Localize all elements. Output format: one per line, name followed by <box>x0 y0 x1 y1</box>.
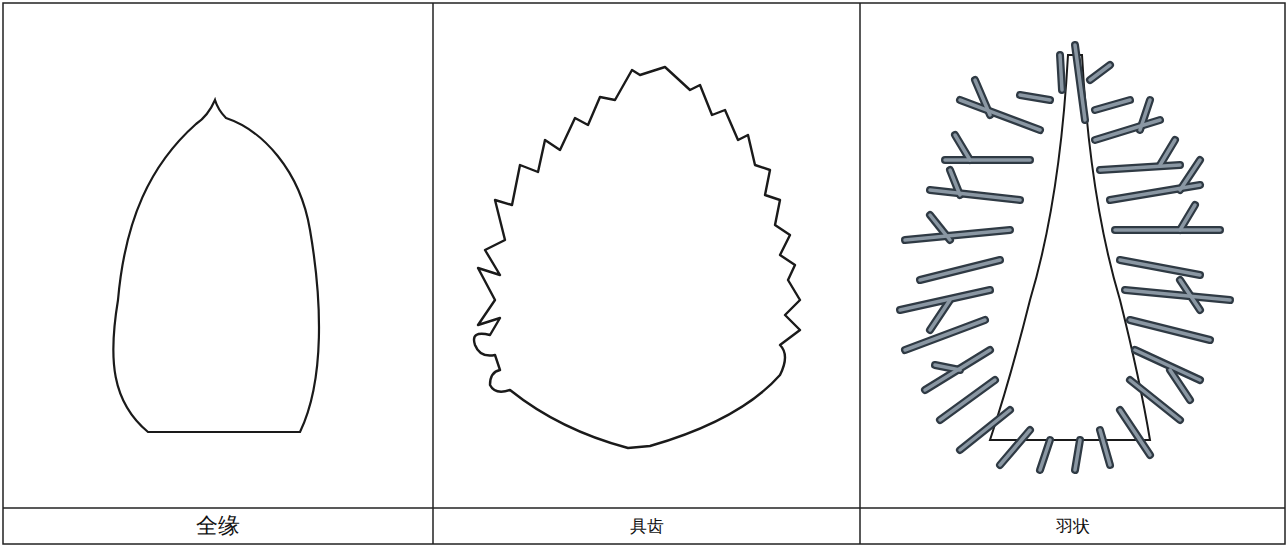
entire-leaf <box>113 100 319 432</box>
table-grid <box>3 3 1285 544</box>
serrate-leaf <box>474 67 800 448</box>
table-cell-label: 具齿 <box>434 509 859 543</box>
pinnate-leaf <box>900 45 1230 470</box>
table-cell-label: 羽状 <box>861 509 1284 543</box>
table-cell-label: 全缘 <box>4 509 432 543</box>
